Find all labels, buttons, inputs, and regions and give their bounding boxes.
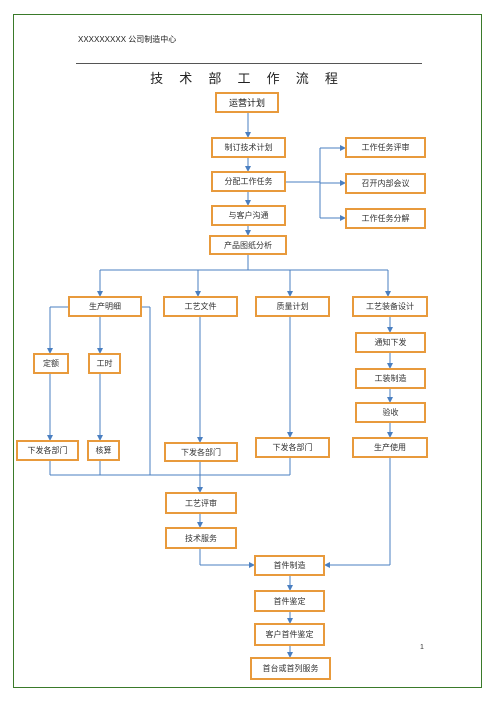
page-border xyxy=(13,14,482,688)
quality-plan-node: 质量计划 xyxy=(255,296,330,317)
customer-check-node: 客户首件鉴定 xyxy=(254,623,325,646)
first-check-node: 首件鉴定 xyxy=(254,590,325,612)
detail-node: 生产明细 xyxy=(68,296,142,317)
issue-node-2: 下发各部门 xyxy=(164,442,238,462)
plan-node: 制订技术计划 xyxy=(211,137,286,158)
breakdown-node: 工作任务分解 xyxy=(345,208,426,229)
header-divider xyxy=(76,63,422,64)
first-service-node: 首台或首列服务 xyxy=(250,657,331,680)
start-node: 运营计划 xyxy=(215,92,279,113)
assign-node: 分配工作任务 xyxy=(211,171,286,192)
process-file-node: 工艺文件 xyxy=(163,296,238,317)
first-make-node: 首件制造 xyxy=(254,555,325,576)
accept-node: 验收 xyxy=(355,402,426,423)
analyze-node: 产品图纸分析 xyxy=(209,235,287,255)
meeting-node: 召开内部会议 xyxy=(345,173,426,194)
communicate-node: 与客户沟通 xyxy=(211,205,286,226)
page-title: 技 术 部 工 作 流 程 xyxy=(150,72,344,87)
notify-node: 通知下发 xyxy=(355,332,426,353)
production-use-node: 生产使用 xyxy=(352,437,428,458)
man-hours-node: 工时 xyxy=(88,353,121,374)
process-review-node: 工艺评审 xyxy=(165,492,237,514)
tooling-make-node: 工装制造 xyxy=(355,368,426,389)
costing-node: 核算 xyxy=(87,440,120,461)
quota-node: 定额 xyxy=(33,353,69,374)
tooling-design-node: 工艺装备设计 xyxy=(352,296,428,317)
issue-node-1: 下发各部门 xyxy=(16,440,79,461)
review-node: 工作任务评审 xyxy=(345,137,426,158)
page-number: 1 xyxy=(420,644,424,651)
company-header: XXXXXXXXX 公司制造中心 xyxy=(78,35,177,44)
issue-node-3: 下发各部门 xyxy=(255,437,330,458)
tech-service-node: 技术服务 xyxy=(165,527,237,549)
